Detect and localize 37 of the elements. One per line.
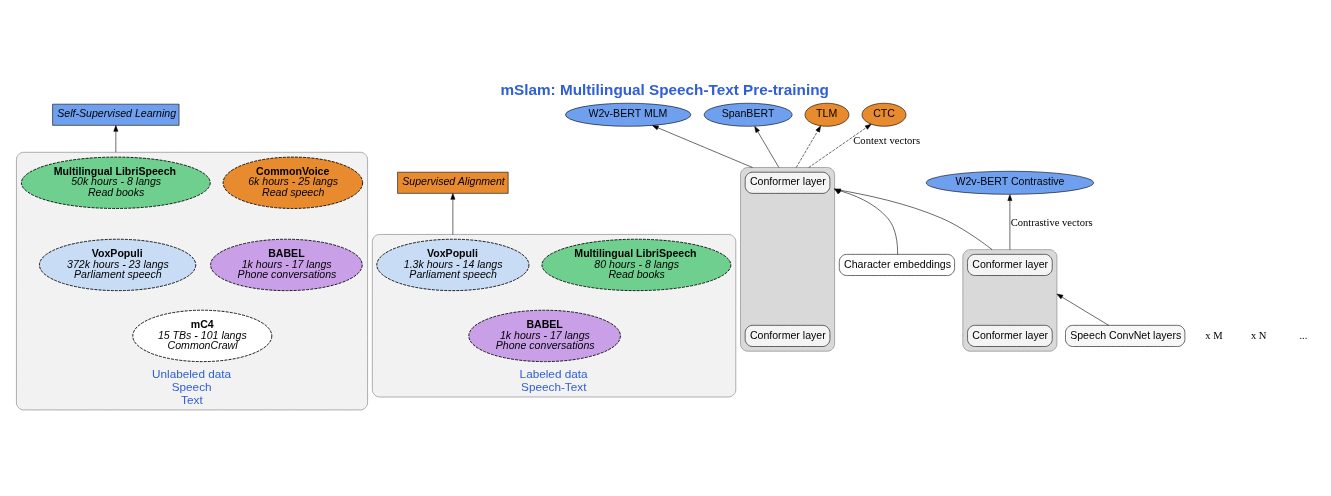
node-ellipse: SpanBERT — [703, 102, 793, 127]
edge-label: Context vectors — [853, 135, 920, 147]
node-ellipse: W2v-BERT Contrastive — [925, 170, 1094, 195]
node-box: Conformer layer — [744, 171, 831, 194]
node-box: Conformer layer — [744, 325, 831, 347]
arrow — [113, 125, 119, 153]
label: x N — [1250, 329, 1267, 341]
node-ellipse: Multilingual LibriSpeech 50k hours - 8 langs Read books — [20, 156, 211, 209]
node-box: Conformer layer — [967, 325, 1053, 347]
node-box: Conformer layer — [967, 254, 1053, 276]
cluster — [740, 167, 835, 352]
arrow — [1007, 194, 1013, 250]
label: x M — [1205, 329, 1223, 341]
arrow — [754, 126, 780, 168]
node-box: Supervised Alignment — [397, 171, 509, 194]
edge-label: Contrastive vectors — [1010, 217, 1093, 229]
cluster — [962, 249, 1058, 352]
node-box: Character embeddings — [839, 254, 955, 276]
node-ellipse: CommonVoice 6k hours - 25 langs Read speech — [222, 156, 364, 209]
node-ellipse: BABEL 1k hours - 17 langs Phone conversations — [210, 238, 363, 292]
label: ... — [1299, 329, 1308, 341]
node-ellipse: VoxPopuli 372k hours - 23 langs Parliament speech — [39, 238, 197, 292]
node-ellipse: Multilingual LibriSpeech 80 hours - 8 langs Read books — [541, 238, 732, 292]
arrow — [450, 193, 456, 235]
node-ellipse: CTC — [861, 102, 907, 127]
node-ellipse: VoxPopuli 1.3k hours - 14 langs Parliament speech — [376, 238, 530, 292]
node-ellipse: BABEL 1k hours - 17 langs Phone conversations — [468, 309, 621, 363]
node-ellipse: TLM — [804, 102, 850, 127]
arrow — [795, 125, 821, 168]
diagram-title: mSlam: Multilingual Speech-Text Pre-training — [500, 81, 829, 99]
node-ellipse: W2v-BERT MLM — [565, 102, 692, 127]
arrow — [808, 123, 872, 168]
node-ellipse: mC4 15 TBs - 101 langs CommonCrawl — [132, 309, 273, 363]
node-box: Self-Supervised Learning — [52, 103, 180, 126]
arrow — [652, 125, 753, 168]
node-box: Speech ConvNet layers — [1065, 325, 1186, 347]
arrow — [1056, 293, 1109, 326]
